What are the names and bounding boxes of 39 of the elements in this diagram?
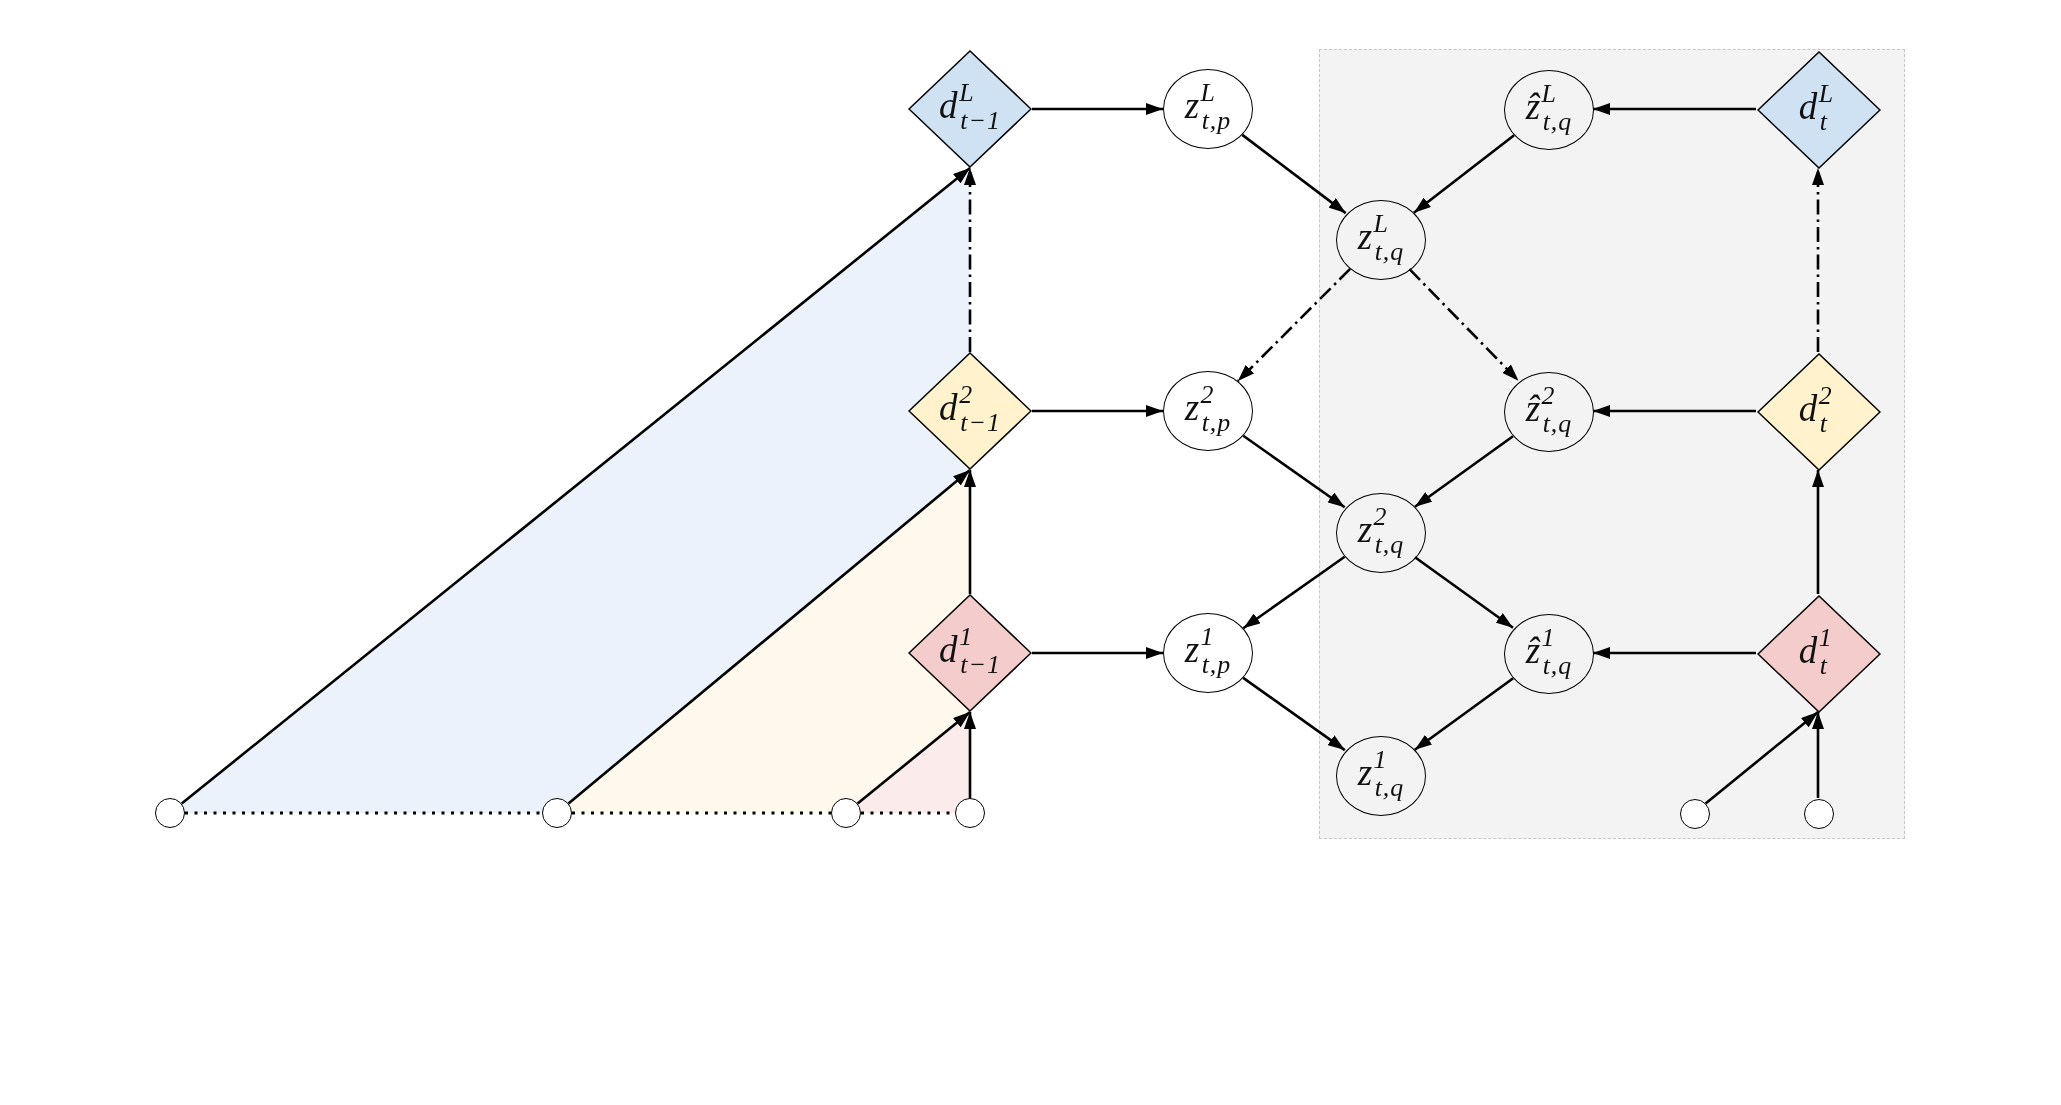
circle-node bbox=[1680, 799, 1710, 829]
arrow bbox=[1812, 712, 1824, 798]
arrow bbox=[567, 469, 971, 805]
arrow bbox=[1413, 134, 1515, 214]
arrow bbox=[1242, 676, 1346, 752]
circle-node bbox=[955, 798, 985, 828]
arrow bbox=[1241, 133, 1347, 215]
dotted-line bbox=[185, 811, 542, 815]
arrow bbox=[1812, 470, 1824, 594]
diamond-node bbox=[908, 594, 1032, 712]
diamond-node bbox=[1757, 595, 1881, 713]
diamond-node bbox=[1757, 353, 1881, 471]
arrow bbox=[1593, 103, 1756, 115]
diamond-node bbox=[908, 50, 1032, 168]
dash-dot-arrow bbox=[964, 168, 976, 352]
dotted-line bbox=[572, 811, 831, 815]
arrow bbox=[1414, 677, 1514, 751]
dash-dot-arrow bbox=[1408, 268, 1520, 382]
arrow bbox=[856, 711, 971, 805]
arrow bbox=[1032, 103, 1163, 115]
circle-node bbox=[1804, 799, 1834, 829]
arrow bbox=[180, 167, 971, 805]
arrow bbox=[964, 712, 976, 798]
arrow bbox=[964, 470, 976, 594]
arrow bbox=[1593, 647, 1756, 659]
arrow bbox=[1242, 434, 1346, 509]
arrow bbox=[1242, 555, 1346, 630]
arrow bbox=[1414, 556, 1514, 629]
circle-node bbox=[155, 798, 185, 828]
arrow bbox=[1593, 405, 1756, 417]
arrow bbox=[1414, 435, 1514, 508]
arrow bbox=[1032, 647, 1163, 659]
dash-dot-arrow bbox=[1237, 268, 1351, 382]
dashed-panel bbox=[1319, 49, 1905, 839]
diamond-node bbox=[1757, 51, 1881, 169]
dash-dot-arrow bbox=[1812, 168, 1824, 352]
arrow bbox=[1704, 711, 1819, 805]
arrow bbox=[1032, 405, 1163, 417]
diamond-node bbox=[908, 352, 1032, 470]
